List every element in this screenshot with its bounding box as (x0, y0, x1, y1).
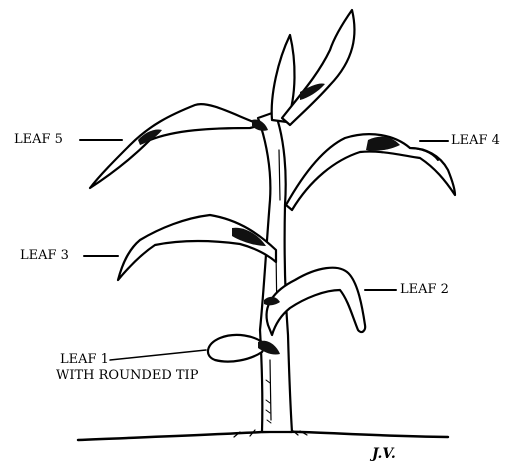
leaf-1 (208, 335, 266, 362)
leaf-1-label: LEAF 1 (60, 352, 109, 368)
leaf-5-label: LEAF 5 (14, 132, 63, 148)
leaf-5 (90, 104, 262, 188)
leaf-3 (118, 215, 276, 280)
artist-signature: J.V. (372, 446, 396, 462)
leaf-1-sublabel: WITH ROUNDED TIP (56, 368, 198, 384)
leaf-1-pointer (110, 350, 206, 360)
leaf-4-label: LEAF 4 (451, 133, 500, 149)
stalk (258, 112, 292, 432)
leaf-3-label: LEAF 3 (20, 248, 69, 264)
leaf-2-label: LEAF 2 (400, 282, 449, 298)
